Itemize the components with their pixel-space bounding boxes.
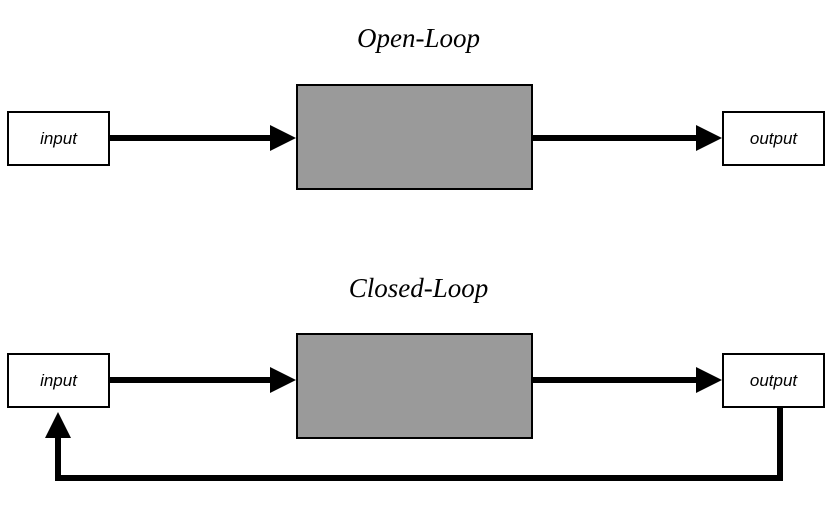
arrow-head-icon — [270, 125, 296, 151]
arrow-head-icon — [270, 367, 296, 393]
closed-loop-input-box[interactable]: input — [7, 353, 110, 408]
open-loop-output-label: output — [749, 129, 798, 148]
feedback-arrow-head-icon — [45, 412, 71, 438]
closed-loop-plant-block[interactable] — [296, 333, 533, 439]
open-loop-title: Open-Loop — [357, 23, 480, 53]
open-loop-input-to-plant-arrow — [110, 125, 296, 151]
closed-loop-input-label: input — [40, 371, 77, 390]
feedback-horizontal-bottom — [55, 475, 783, 481]
closed-loop-output-label: output — [749, 371, 798, 390]
arrow-shaft — [533, 377, 698, 383]
closed-loop-output-box[interactable]: output — [722, 353, 825, 408]
open-loop-plant-to-output-arrow — [533, 125, 722, 151]
open-loop-plant-block[interactable] — [296, 84, 533, 190]
closed-loop-plant-to-output-arrow — [533, 367, 722, 393]
arrow-head-icon — [696, 367, 722, 393]
open-loop-input-box[interactable]: input — [7, 111, 110, 166]
closed-loop-title: Closed-Loop — [348, 273, 489, 303]
open-loop-input-label: input — [40, 129, 77, 148]
closed-loop-input-to-plant-arrow — [110, 367, 296, 393]
feedback-vertical-right — [777, 406, 783, 481]
open-loop-output-box[interactable]: output — [722, 111, 825, 166]
arrow-shaft — [110, 135, 272, 141]
arrow-head-icon — [696, 125, 722, 151]
arrow-shaft — [533, 135, 698, 141]
arrow-shaft — [110, 377, 272, 383]
feedback-vertical-left — [55, 438, 61, 478]
